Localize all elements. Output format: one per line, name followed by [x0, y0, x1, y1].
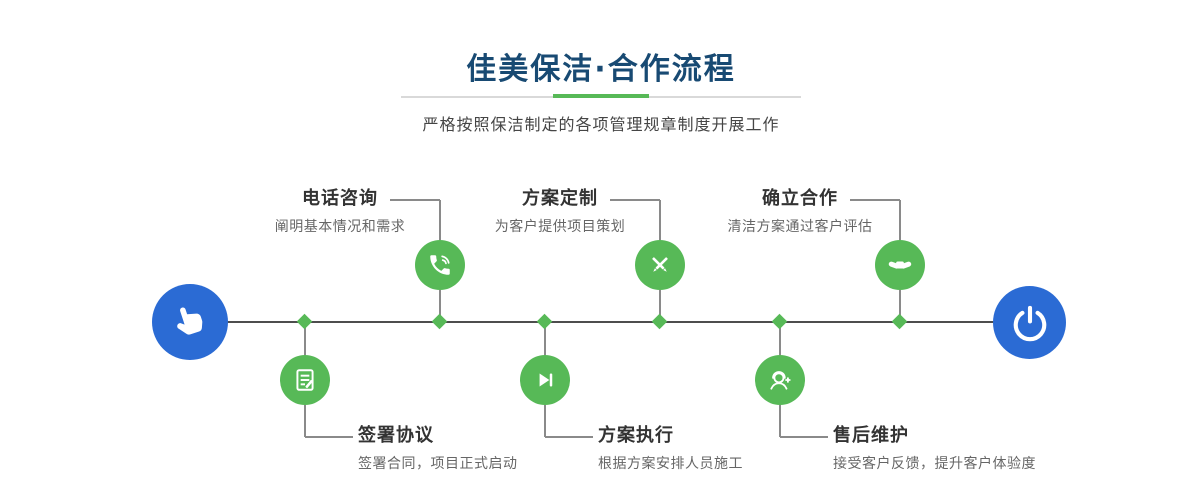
- connector-line: [659, 200, 661, 240]
- step-title: 方案执行: [598, 425, 674, 446]
- step-phone-consult: 电话咨询 阐明基本情况和需求: [225, 187, 455, 236]
- step-title: 方案定制: [522, 188, 598, 209]
- page-title: 佳美保洁·合作流程: [466, 52, 736, 87]
- step-title: 签署协议: [358, 425, 434, 446]
- step-node-design: [635, 240, 685, 290]
- connector-line: [610, 199, 660, 201]
- connector-line: [899, 290, 901, 321]
- pencil-tools-icon: [652, 257, 668, 272]
- page-subtitle: 严格按照保洁制定的各项管理规章制度开展工作: [422, 115, 780, 134]
- step-sign-agreement: 签署协议 签署合同，项目正式启动: [358, 424, 658, 473]
- step-plan-custom: 方案定制 为客户提供项目策划: [445, 187, 675, 236]
- connector-line: [850, 199, 900, 201]
- connector-line: [544, 322, 546, 355]
- timeline-node-diamond: [296, 313, 313, 330]
- play-next-icon: [539, 373, 553, 387]
- step-desc: 阐明基本情况和需求: [274, 219, 406, 235]
- step-desc: 清洁方案通过客户评估: [727, 219, 873, 235]
- end-node: [993, 286, 1066, 359]
- connector-line: [439, 200, 441, 240]
- timeline-node-diamond: [431, 313, 448, 330]
- step-desc: 根据方案安排人员施工: [598, 456, 743, 472]
- title-underline-accent: [553, 94, 649, 98]
- connector-line: [390, 199, 440, 201]
- connector-line: [304, 405, 306, 437]
- timeline-node-diamond: [771, 313, 788, 330]
- step-aftersales-support: 售后维护 接受客户反馈，提升客户体验度: [833, 424, 1153, 473]
- power-icon: [1013, 305, 1046, 341]
- step-node-aftersales: [755, 355, 805, 405]
- connector-line: [439, 290, 441, 321]
- phone-icon: [430, 255, 450, 275]
- contract-icon: [296, 369, 314, 391]
- step-plan-execute: 方案执行 根据方案安排人员施工: [598, 424, 898, 473]
- connector-line: [779, 322, 781, 355]
- connector-line: [899, 200, 901, 240]
- pointing-hand-icon: [177, 307, 203, 335]
- step-title: 确立合作: [762, 188, 838, 209]
- step-node-cooperation: [875, 240, 925, 290]
- start-node: [152, 284, 228, 360]
- step-node-phone: [415, 240, 465, 290]
- timeline-node-diamond: [536, 313, 553, 330]
- step-node-contract: [280, 355, 330, 405]
- connector-line: [544, 405, 546, 437]
- connector-line: [304, 322, 306, 355]
- step-desc: 签署合同，项目正式启动: [358, 456, 518, 472]
- step-title: 电话咨询: [302, 188, 378, 209]
- step-desc: 接受客户反馈，提升客户体验度: [833, 456, 1036, 472]
- timeline-line: [190, 321, 1031, 323]
- step-title: 售后维护: [833, 425, 909, 446]
- timeline-node-diamond: [891, 313, 908, 330]
- connector-line: [305, 436, 353, 438]
- handshake-icon: [888, 261, 912, 269]
- customer-service-icon: [770, 371, 791, 390]
- step-desc: 为客户提供项目策划: [494, 219, 626, 235]
- connector-line: [545, 436, 593, 438]
- step-establish-coop: 确立合作 清洁方案通过客户评估: [685, 187, 915, 236]
- connector-line: [780, 436, 828, 438]
- step-node-execute: [520, 355, 570, 405]
- connector-line: [659, 290, 661, 321]
- timeline-node-diamond: [651, 313, 668, 330]
- connector-line: [779, 405, 781, 437]
